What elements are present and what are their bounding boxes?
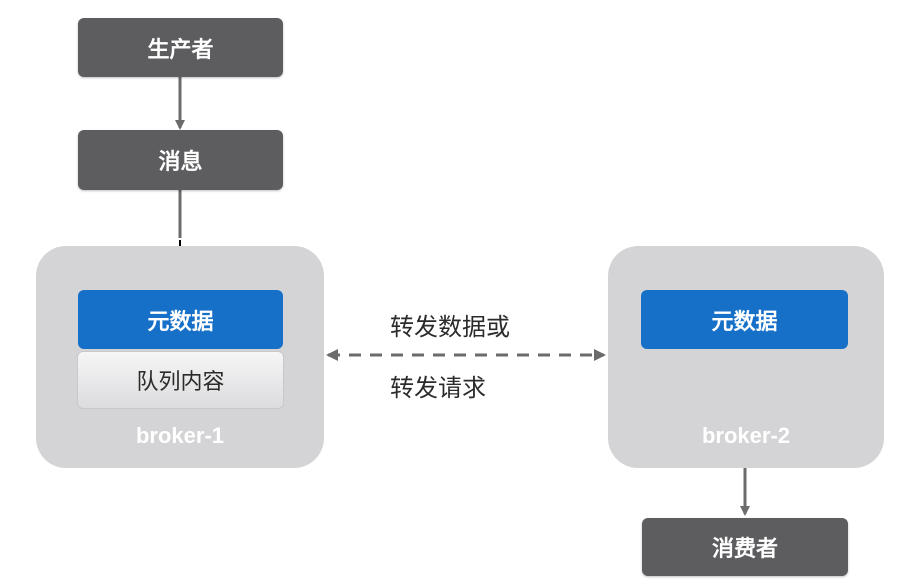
consumer-label: 消费者: [711, 537, 778, 562]
broker-1-container: 元数据 队列内容 broker-1: [36, 246, 324, 468]
broker-2-metadata: 元数据: [641, 290, 848, 349]
broker-1-label: broker-1: [135, 423, 225, 448]
producer-label: 生产者: [147, 37, 214, 63]
broker-2-metadata-label: 元数据: [711, 309, 778, 335]
broker-1-queue-content-label: 队列内容: [136, 370, 225, 395]
broker-1-metadata-label: 元数据: [147, 309, 214, 335]
broker-1-queue-content: 队列内容: [77, 351, 284, 409]
broker-2-container: 元数据 broker-2: [608, 246, 884, 468]
message-label: 消息: [158, 150, 203, 175]
producer-node: 生产者: [78, 18, 283, 77]
consumer-node: 消费者: [642, 518, 848, 576]
message-node: 消息: [78, 130, 283, 190]
broker-2-label: broker-2: [701, 423, 791, 448]
forward-text-line2: 转发请求: [390, 374, 486, 402]
broker-1-metadata: 元数据: [78, 290, 283, 349]
forward-text-line1: 转发数据或: [390, 313, 510, 341]
